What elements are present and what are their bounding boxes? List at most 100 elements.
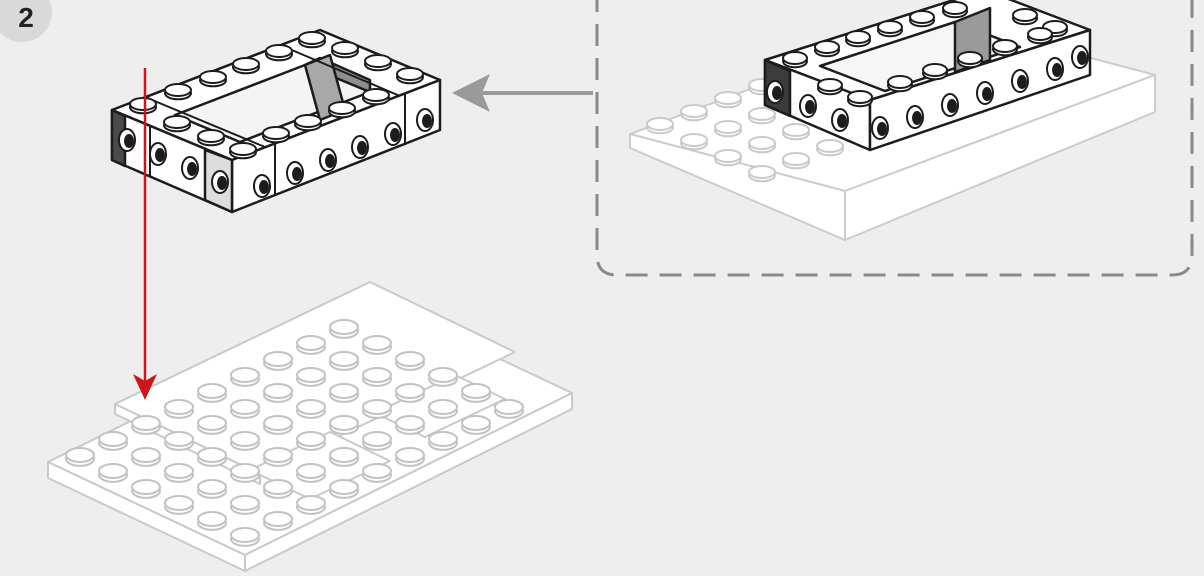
callout-plate-stud — [749, 137, 775, 149]
plate-stud — [66, 448, 94, 462]
frame-stud — [299, 32, 325, 44]
side-hole-inner — [188, 163, 196, 175]
callout-frame-stud — [878, 21, 902, 33]
plate-stud — [363, 336, 391, 350]
callout-frame-stud — [923, 64, 947, 76]
side-hole-inner — [156, 149, 164, 161]
plate-stud — [264, 352, 292, 366]
plate-stud — [198, 448, 226, 462]
callout-plate-stud — [715, 92, 741, 104]
plate-stud — [330, 384, 358, 398]
frame-stud — [233, 58, 259, 70]
plate-stud — [297, 400, 325, 414]
frame-stud — [164, 116, 190, 128]
plate-stud — [297, 464, 325, 478]
callout-frame-stud — [943, 2, 967, 14]
plate-stud — [264, 512, 292, 526]
side-hole-inner — [125, 135, 133, 147]
plate-stud — [264, 384, 292, 398]
plate-stud — [132, 480, 160, 494]
plate-stud — [330, 480, 358, 494]
brick-frame — [112, 30, 440, 212]
plate-stud — [264, 448, 292, 462]
plate-stud — [363, 464, 391, 478]
plate-stud — [297, 496, 325, 510]
callout-plate-stud — [715, 150, 741, 162]
callout-plate-stud — [817, 140, 843, 152]
callout-frame-stud — [815, 41, 839, 53]
callout-frame-stud — [818, 79, 842, 91]
frame-stud — [198, 130, 224, 142]
gray-left-arrow-icon — [452, 74, 593, 112]
plate-stud — [363, 400, 391, 414]
plate-stud — [198, 480, 226, 494]
side-hole-inner — [423, 115, 431, 127]
plate-stud — [330, 352, 358, 366]
plate-stud — [132, 448, 160, 462]
plate-stud — [231, 400, 259, 414]
plate-stud — [231, 464, 259, 478]
frame-stud — [295, 115, 321, 127]
plate-stud — [165, 464, 193, 478]
frame-stud — [329, 102, 355, 114]
plate-stud — [396, 416, 424, 430]
plate-stud — [165, 432, 193, 446]
plate-stud — [396, 352, 424, 366]
plate-stud — [330, 448, 358, 462]
plate-stud — [198, 416, 226, 430]
frame-stud — [397, 68, 423, 80]
side-hole-inner — [218, 177, 226, 189]
callout-plate-stud — [749, 166, 775, 178]
callout-side-hole-inner — [983, 88, 991, 100]
frame-stud — [130, 98, 156, 110]
plate-stud — [198, 512, 226, 526]
callout-frame-stud — [958, 52, 982, 64]
callout-frame-stud — [848, 91, 872, 103]
plate-stud — [363, 368, 391, 382]
plate-stud — [330, 416, 358, 430]
plate-stud — [165, 496, 193, 510]
callout-plate-stud — [783, 124, 809, 136]
callout-side-hole-inner — [773, 87, 781, 99]
plate-stud — [297, 336, 325, 350]
callout-frame-stud — [783, 52, 807, 64]
callout-plate-stud — [749, 108, 775, 120]
callout-plate-stud — [681, 134, 707, 146]
callout-frame-stud — [1028, 28, 1052, 40]
callout-side-hole-inner — [1053, 64, 1061, 76]
plate-stud — [396, 448, 424, 462]
callout-side-hole-inner — [913, 112, 921, 124]
plate-stud — [363, 432, 391, 446]
plate-stud — [462, 416, 490, 430]
plate-stud — [264, 480, 292, 494]
callout-frame-stud — [910, 11, 934, 23]
plate-stud — [99, 464, 127, 478]
side-hole-inner — [260, 181, 268, 193]
plate-stud — [231, 368, 259, 382]
callout-frame-stud — [846, 31, 870, 43]
callout-side-hole-inner — [838, 115, 846, 127]
plate-stud — [396, 384, 424, 398]
plate-stud — [132, 416, 160, 430]
side-hole-inner — [326, 155, 334, 167]
plate-stud — [198, 384, 226, 398]
frame-stud — [266, 45, 292, 57]
plate-stud — [231, 528, 259, 542]
plate-stud — [231, 496, 259, 510]
frame-stud — [363, 89, 389, 101]
plate-stud — [297, 432, 325, 446]
callout-frame-stud — [1013, 9, 1037, 21]
plate-stud — [231, 432, 259, 446]
plate-stud — [495, 400, 523, 414]
callout-plate-stud — [783, 153, 809, 165]
frame-stud — [365, 55, 391, 67]
callout-plate-stud — [647, 118, 673, 130]
callout-frame-stud — [888, 76, 912, 88]
callout-side-hole-inner — [1018, 76, 1026, 88]
callout-side-hole-inner — [948, 100, 956, 112]
frame-stud — [165, 84, 191, 96]
callout-plate-stud — [681, 105, 707, 117]
side-hole-inner — [358, 142, 366, 154]
plate-stud — [429, 368, 457, 382]
callout-side-hole-inner — [1078, 52, 1086, 64]
